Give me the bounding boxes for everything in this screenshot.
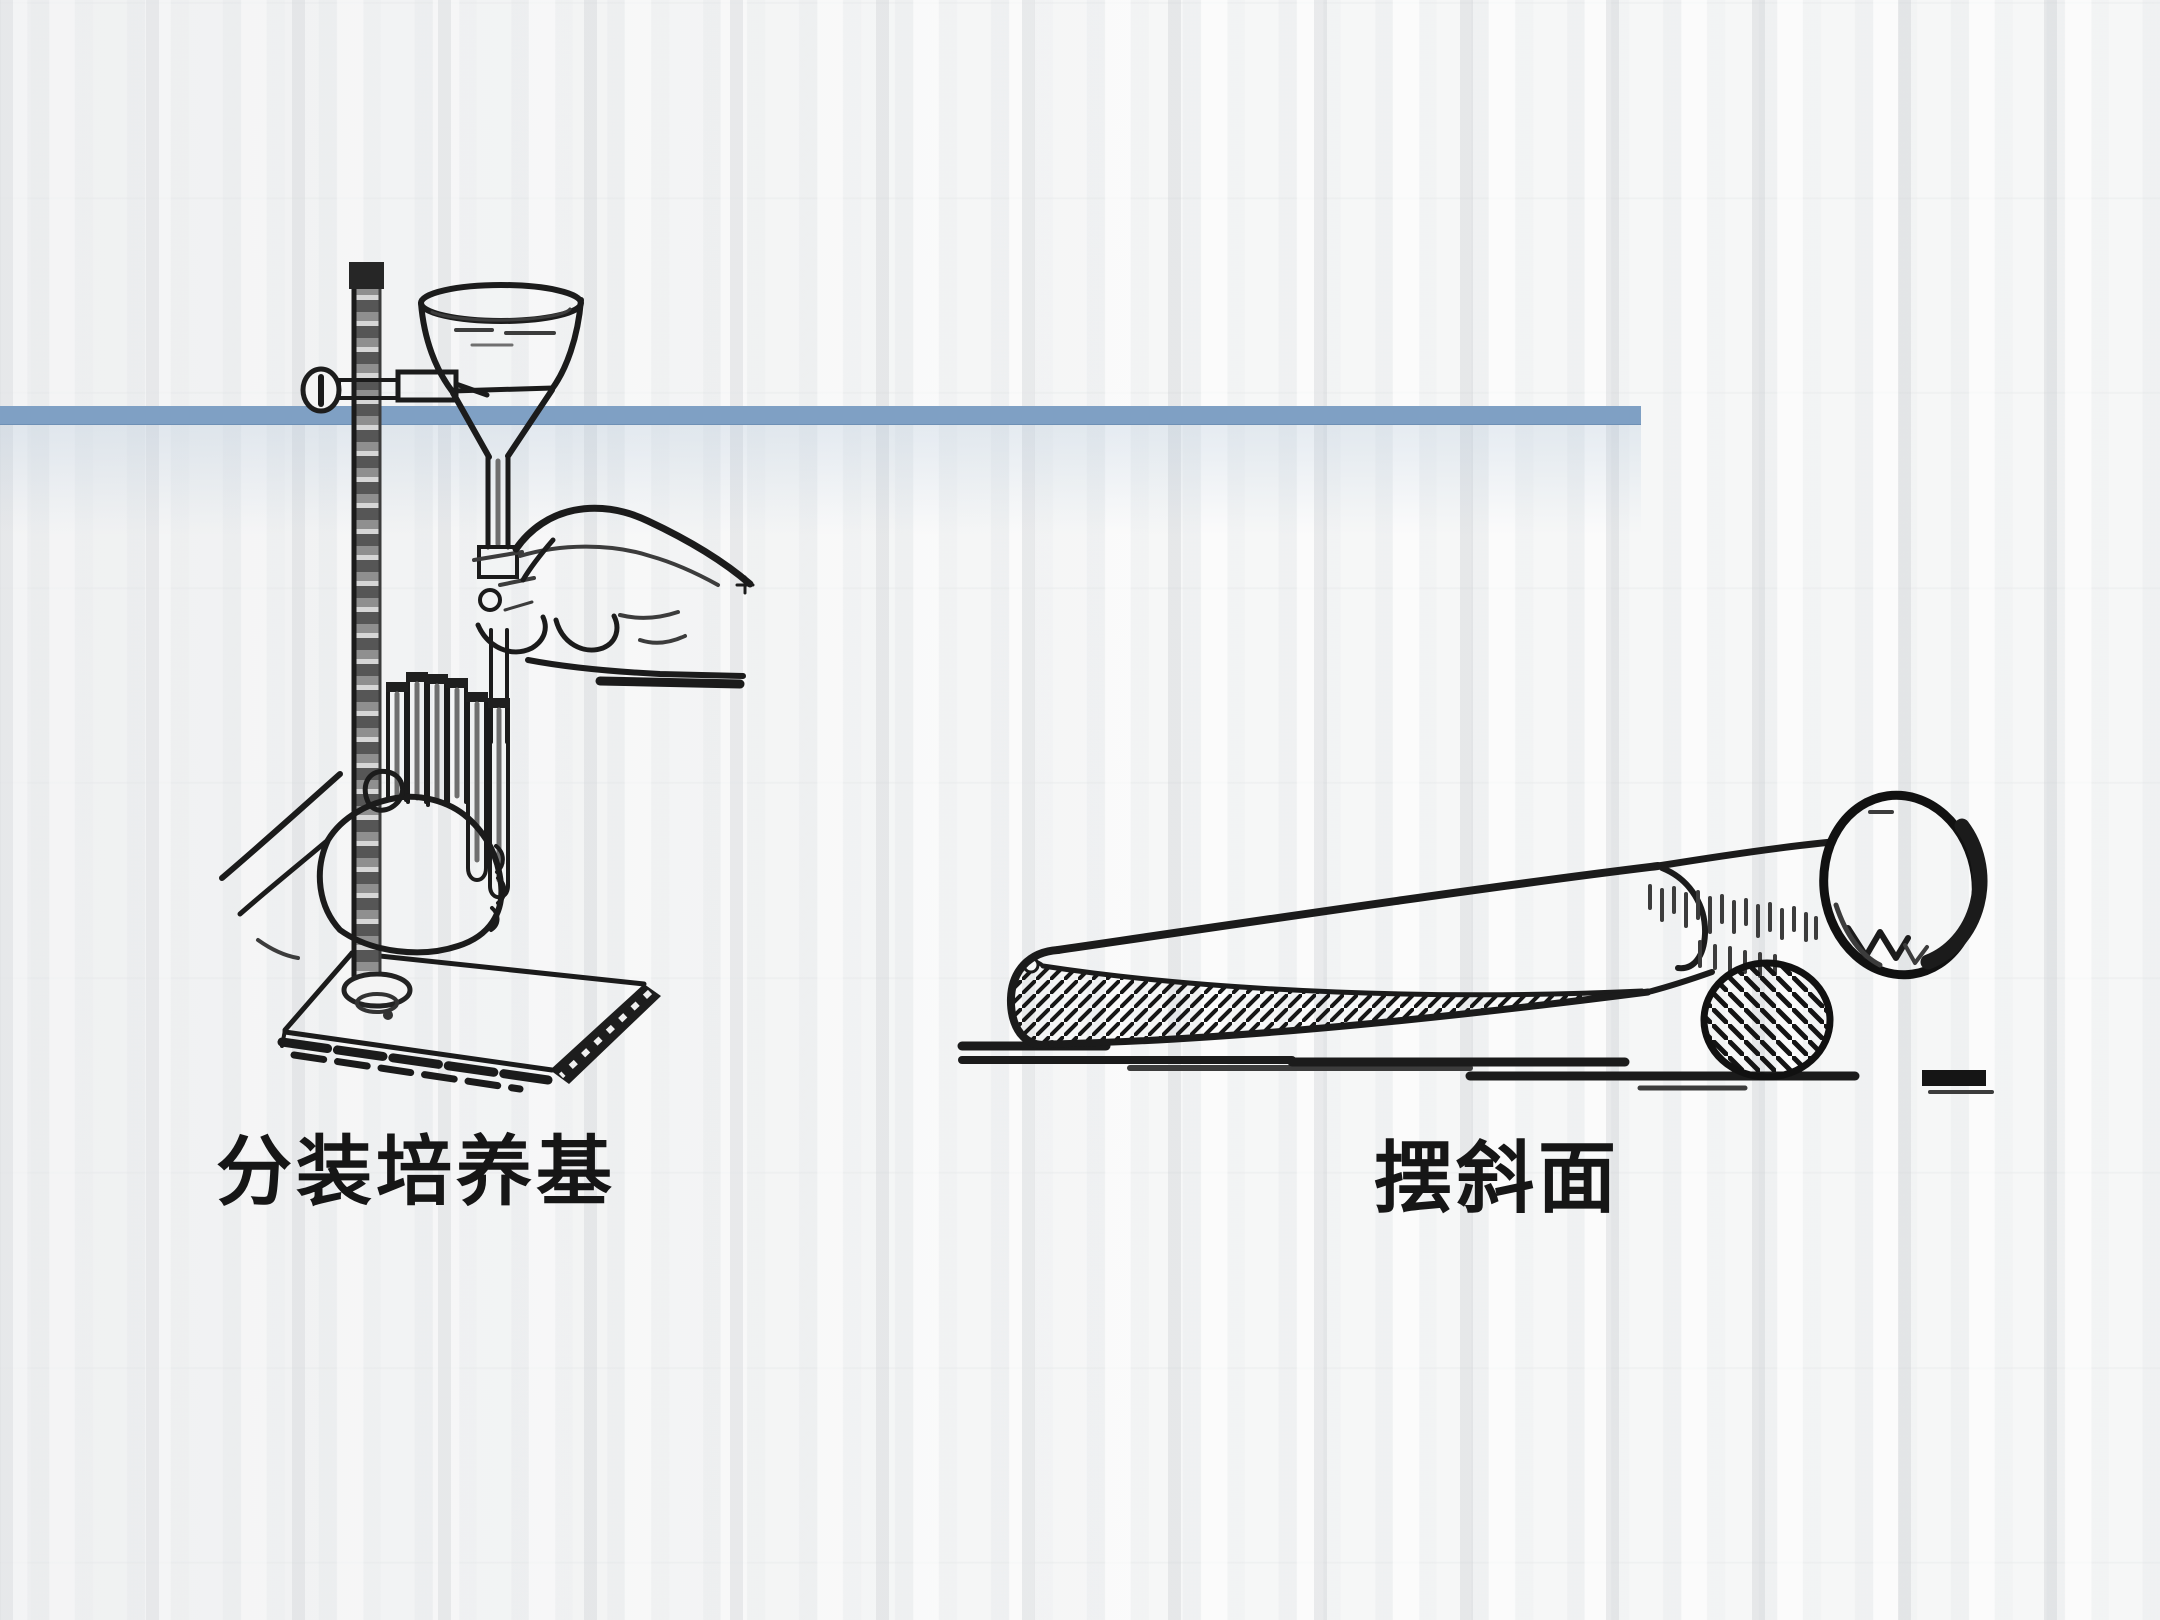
- ground-dash: [1922, 1070, 1986, 1086]
- clamp: [300, 366, 490, 414]
- laying-slant-figure: [957, 790, 1994, 1094]
- support-roll: [1700, 959, 1834, 1081]
- figure-caption-slant: 摆斜面: [1374, 1134, 1621, 1224]
- figure-caption-dispensing: 分装培养基: [216, 1127, 616, 1216]
- cotton-ball: [1819, 790, 1988, 980]
- test-tubes: [386, 672, 510, 900]
- tube-mouth: [1659, 865, 1709, 972]
- cotton-plug-texture: [1648, 884, 1818, 978]
- stand-rod: [341, 262, 413, 1020]
- right-hand: [475, 504, 755, 689]
- funnel: [418, 282, 584, 550]
- left-hand: [219, 768, 507, 960]
- dispensing-culture-medium-figure: [219, 262, 755, 1093]
- horizontal-divider-line: [0, 406, 1641, 425]
- base-plate: [277, 950, 661, 1093]
- test-tube: [1006, 838, 1836, 1049]
- ground-line: [957, 1041, 1994, 1094]
